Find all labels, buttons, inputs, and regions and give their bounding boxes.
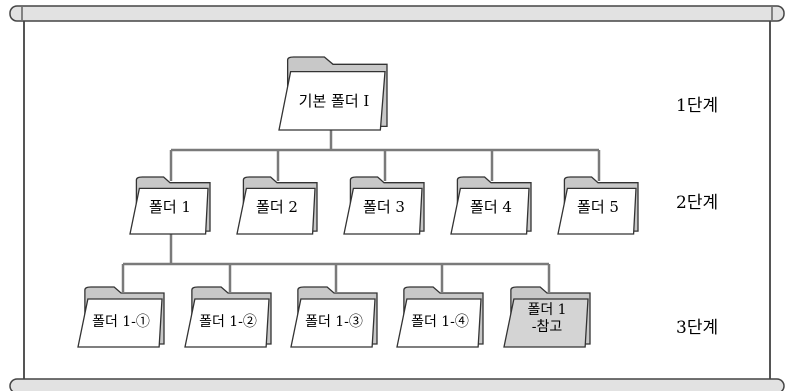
level3-folder-label: 폴더 1-③ xyxy=(305,314,363,330)
level-label-3: 3단계 xyxy=(676,318,719,338)
connector-lines xyxy=(121,128,601,292)
level2-folder-icon xyxy=(343,176,425,235)
level3-folder-label: 폴더 1-① xyxy=(92,314,150,330)
root-folder-label: 기본 폴더 I xyxy=(298,92,370,110)
level2-folder-icon xyxy=(129,176,211,235)
level3-folder-icon xyxy=(77,286,165,348)
level3-folder-label: 폴더 1-④ xyxy=(411,314,469,330)
level3-reference-folder-icon xyxy=(503,286,591,348)
bottom-roller xyxy=(9,378,785,391)
level3-folder-icon xyxy=(290,286,378,348)
level-label-2: 2단계 xyxy=(676,193,719,213)
level2-folder-icon xyxy=(557,176,639,235)
level3-folder-label: 폴더 1-② xyxy=(199,314,257,330)
level2-folder-label: 폴더 5 xyxy=(577,198,619,216)
level3-reference-folder-label: 폴더 1 -참고 xyxy=(527,302,567,335)
level3-folder-icon xyxy=(396,286,484,348)
level2-folder-icon xyxy=(236,176,318,235)
level2-folder-label: 폴더 2 xyxy=(256,198,298,216)
folder-icons xyxy=(77,56,639,348)
level2-folder-icon xyxy=(450,176,532,235)
level2-folder-label: 폴더 1 xyxy=(149,198,191,216)
level2-folder-label: 폴더 3 xyxy=(363,198,405,216)
level-label-1: 1단계 xyxy=(676,96,719,116)
level3-folder-icon xyxy=(184,286,272,348)
level2-folder-label: 폴더 4 xyxy=(470,198,512,216)
top-roller xyxy=(9,5,785,22)
root-folder-icon xyxy=(278,56,388,131)
